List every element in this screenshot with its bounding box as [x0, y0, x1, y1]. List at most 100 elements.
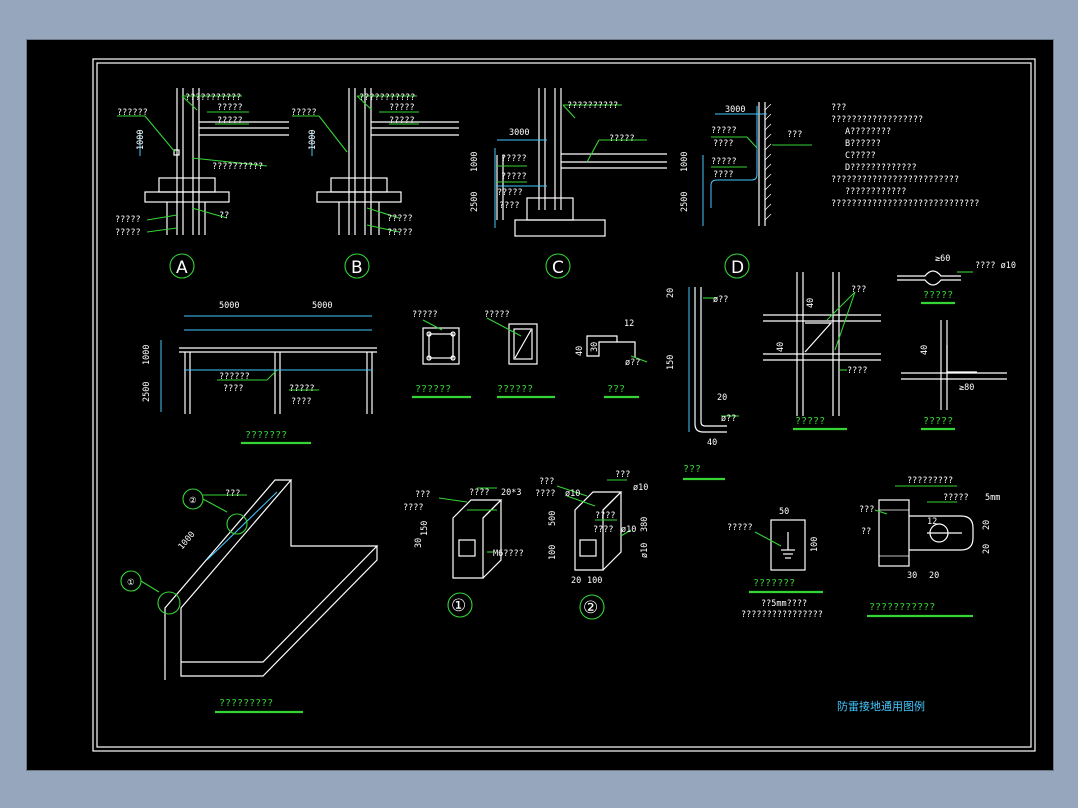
hook-note-2: ø??: [721, 414, 736, 424]
c-note-4: ?????: [501, 172, 527, 182]
hook-title: ???: [683, 464, 701, 475]
d2-note-5: ø10: [633, 483, 648, 493]
notes-line-3: B??????: [845, 139, 881, 149]
detail-D: 3000 1000 2500 ????? ???? ????? ???? ???…: [680, 102, 812, 279]
d1-note-5: M6????: [493, 549, 524, 559]
d2-note-3: ????: [535, 489, 555, 499]
clamp-note-2: ?????: [943, 493, 969, 503]
outer-frame: [92, 58, 1036, 752]
clamp-dim-5: 30: [907, 571, 917, 581]
d-dim-1000: 1000: [680, 152, 690, 172]
clamp-dim-4: 20: [982, 544, 992, 554]
plate-symbol: 50 100 ????? ??????? ??5mm???? ?????????…: [727, 507, 823, 620]
iso-marker-1: ①: [127, 578, 135, 588]
b-note-4: ?????: [389, 116, 415, 126]
hook-dim-2: 150: [666, 355, 676, 370]
clamp-dim-1: 5mm: [985, 493, 1000, 503]
notes-line-4: C?????: [845, 151, 876, 161]
a-note-8: ??: [219, 211, 229, 221]
fence-note-2: ????: [223, 384, 243, 394]
general-notes: ??? ?????????????????? A???????? B??????…: [831, 103, 979, 209]
c-dim-2500: 2500: [470, 192, 480, 212]
d-dim-3000: 3000: [725, 105, 745, 115]
detail-A: 1000 ?????? ??????????? ????? ????? ????…: [115, 88, 289, 279]
detail-1: ??? ???? ???? 20*3 M6???? 150 30 ①: [403, 487, 524, 618]
d2-note-1: ???: [539, 477, 554, 487]
bracket-title: ???: [607, 384, 625, 395]
hook-note-1: ø??: [713, 295, 728, 305]
c-note-5: ?????: [497, 188, 523, 198]
b-note-2: ???????????: [359, 93, 415, 103]
plate-footnote-2: ????????????????: [741, 610, 823, 620]
diagonal-title: ??????: [497, 384, 533, 395]
d2-dim-4: 20: [571, 576, 581, 586]
square-note: ?????: [412, 310, 438, 320]
splice-title: ?????: [923, 290, 953, 301]
clamp-note-3: ???: [859, 505, 874, 515]
fence-note-4: ????: [291, 397, 311, 407]
clamp-dim-3: 20: [982, 520, 992, 530]
plate-title: ???????: [753, 578, 795, 589]
c-note-2: ?????: [609, 134, 635, 144]
c-note-6: ????: [499, 201, 519, 211]
fence-dim-4: 2500: [142, 382, 152, 402]
bracket-dim-30: 30: [590, 342, 600, 352]
d2-dim-6: ø10: [640, 543, 650, 558]
cad-drawing-sheet: 1000 ?????? ??????????? ????? ????? ????…: [26, 39, 1054, 771]
c-dim-3000: 3000: [509, 128, 529, 138]
clamp-dim-2: 12: [927, 517, 937, 527]
a-note-1: ??????: [117, 108, 148, 118]
clamp-note-4: ??: [861, 527, 871, 537]
notes-line-6: ?????????????????????????: [831, 175, 959, 185]
fence-note-3: ?????: [289, 384, 315, 394]
clamp-dim-6: 20: [929, 571, 939, 581]
d-note-2: ????: [713, 139, 733, 149]
d2-dim-2: 380: [640, 517, 650, 532]
notes-line-2: A????????: [845, 127, 891, 137]
cross-note-2: ????: [847, 366, 867, 376]
diagonal-note: ?????: [484, 310, 510, 320]
a-marker: A: [176, 258, 188, 278]
fence-note-1: ??????: [219, 372, 250, 382]
detail-C: 3000 1000 2500 ?????????? ????? ????? ??…: [470, 88, 667, 279]
d1-note-4: 20*3: [501, 488, 521, 498]
notes-heading: ???: [831, 103, 846, 113]
d-note-1: ?????: [711, 126, 737, 136]
fence-title: ???????: [245, 430, 287, 441]
clamp-note-1: ?????????: [907, 476, 953, 486]
d-note-3: ?????: [711, 157, 737, 167]
d2-dim-1: 500: [548, 511, 558, 526]
iso-marker-2: ②: [189, 496, 197, 506]
d2-marker: ②: [583, 598, 598, 618]
cross-note-1: ???: [851, 285, 866, 295]
a-note-7: ?????: [115, 228, 141, 238]
plate-dim-2: 100: [810, 537, 820, 552]
notes-line-8: ?????????????????????????????: [831, 199, 979, 209]
plate-note: ?????: [727, 523, 753, 533]
d1-marker: ①: [451, 596, 466, 616]
d-note-5: ???: [787, 130, 802, 140]
d1-dim-1: 150: [420, 521, 430, 536]
flat-splice: ≥60 ???? ø10 ?????: [897, 254, 1016, 305]
a-note-3: ?????: [217, 103, 243, 113]
d2-note-2: ???: [615, 470, 630, 480]
plate-dim-1: 50: [779, 507, 789, 517]
bracket-dim-12: 12: [624, 319, 634, 329]
splice-dim: ≥60: [935, 254, 950, 264]
c-note-1: ??????????: [567, 101, 618, 111]
hook-bar: 20 150 20 40 ø?? ø?? ???: [666, 287, 739, 481]
section-bracket: 12 40 30 ø?? ???: [575, 319, 648, 399]
notes-line-5: D?????????????: [845, 163, 917, 173]
b-note-5: ?????: [387, 214, 413, 224]
bracket-note: ø??: [625, 358, 640, 368]
a-note-4: ?????: [217, 116, 243, 126]
section-diagonal: ????? ??????: [484, 310, 555, 399]
cross-joint: ??? ???? 40 40 ?????: [763, 272, 881, 431]
hook-dim-4: 40: [707, 438, 717, 448]
cad-drawing-canvas: 1000 ?????? ??????????? ????? ????? ????…: [92, 58, 1036, 752]
a-note-6: ?????: [115, 215, 141, 225]
c-marker: C: [552, 258, 564, 278]
square-title: ??????: [415, 384, 451, 395]
b-dim-1000: 1000: [308, 130, 318, 150]
d2-dim-5: 100: [587, 576, 602, 586]
